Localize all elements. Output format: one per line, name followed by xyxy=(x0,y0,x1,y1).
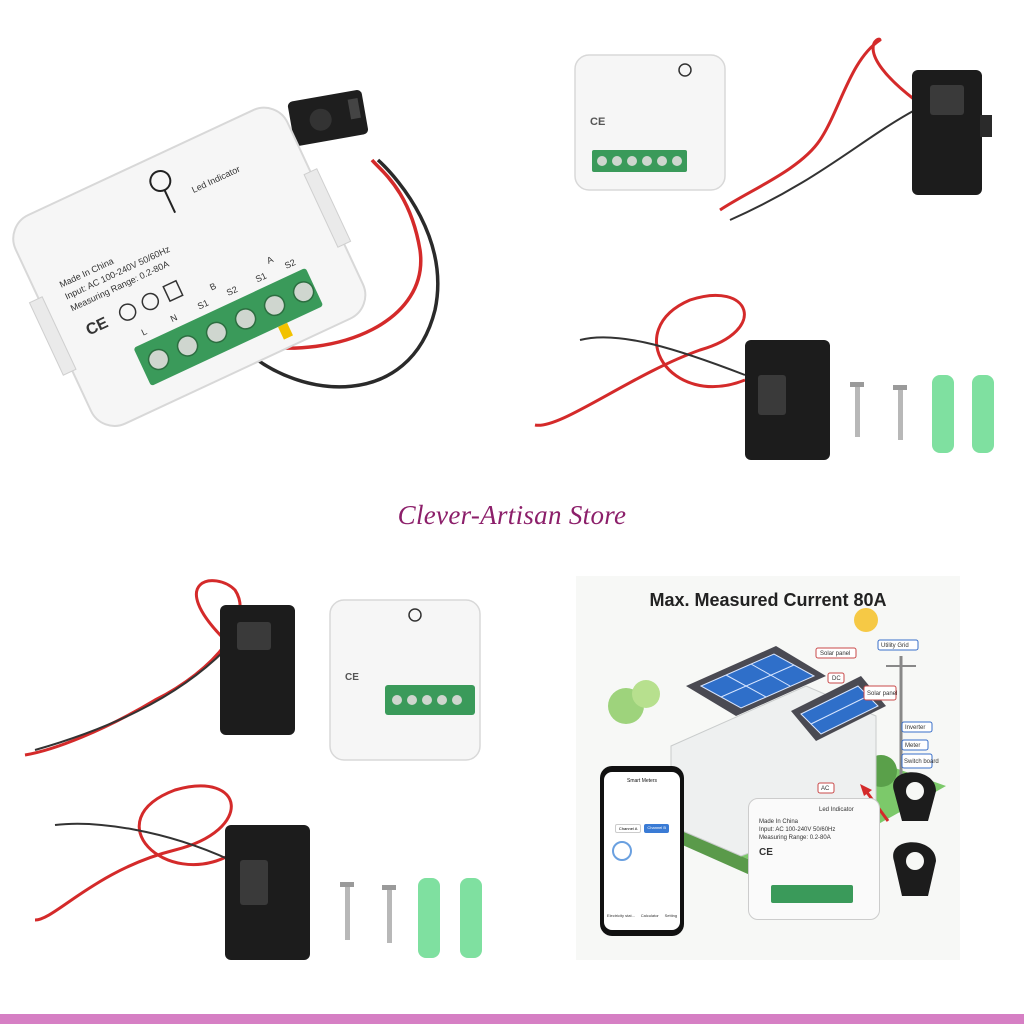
terminal-label-4: S2 xyxy=(225,284,239,298)
overlay-input: Input: AC 100-240V 50/60Hz xyxy=(759,827,836,833)
sun-icon xyxy=(854,608,878,632)
recycle-icon xyxy=(141,292,160,311)
red-wire xyxy=(249,158,423,350)
svg-text:CE: CE xyxy=(345,672,359,683)
screw-1 xyxy=(850,382,864,437)
solar-panel-2 xyxy=(800,685,879,735)
label-switch-board: Switch board xyxy=(904,759,939,765)
overlay-terminal-block xyxy=(771,885,853,903)
split-core-clamp-2 xyxy=(893,842,936,896)
red-wire-upper-alt xyxy=(24,579,242,757)
wall-anchor-1 xyxy=(932,375,954,453)
terminal-label-3: S1 xyxy=(196,298,210,312)
terminal-label-1: L xyxy=(140,326,149,337)
screw-alt-2 xyxy=(382,885,396,943)
terminal-label-6: S2 xyxy=(283,257,297,271)
infographic-panel: Max. Measured Current 80A Solar panel xyxy=(576,576,960,960)
wall-anchor-2 xyxy=(972,375,994,453)
overlay-ce-mark: CE xyxy=(759,847,773,858)
label-solar-panel-1: Solar panel xyxy=(820,651,850,657)
app-nav-setting[interactable]: Setting xyxy=(664,913,678,918)
current-clamp-upper-alt xyxy=(220,605,295,735)
black-wire-lower-alt xyxy=(54,822,231,861)
label-ac: AC xyxy=(821,786,830,792)
black-wire-upper-alt xyxy=(34,649,226,751)
current-clamp-lower xyxy=(745,340,830,460)
label-meter: Meter xyxy=(905,743,920,749)
app-channel-b-tab[interactable]: Channel B xyxy=(644,824,670,833)
current-clamp-upper xyxy=(912,70,992,195)
overlay-made-in: Made In China xyxy=(759,819,799,825)
channel-a-label: A xyxy=(265,254,275,266)
current-clamp xyxy=(287,90,369,146)
app-nav-calculator[interactable]: Calculator xyxy=(640,913,659,918)
svg-text:CE: CE xyxy=(590,116,605,128)
screw-2 xyxy=(893,385,907,440)
rohs-icon xyxy=(118,303,137,321)
current-clamp-lower-alt xyxy=(225,825,310,960)
wall-anchor-alt-1 xyxy=(418,878,440,958)
solar-panel-1 xyxy=(699,653,816,709)
infographic-title: Max. Measured Current 80A xyxy=(649,590,887,610)
label-utility-grid: Utility Grid xyxy=(881,643,909,649)
red-wire-lower-alt xyxy=(34,784,233,922)
product-photo-module-with-clamp: Led Indicator Made In China Input: AC 10… xyxy=(12,90,440,427)
black-wire-upper xyxy=(729,109,916,221)
split-core-clamp-1 xyxy=(893,772,936,821)
phone-mockup: Smart Meters Channel A Channel B Electri… xyxy=(600,766,684,936)
product-photo-kit-alt-view: CE xyxy=(24,579,482,960)
energy-meter-module: Led Indicator Made In China Input: AC 10… xyxy=(12,106,367,427)
app-header: Smart Meters xyxy=(626,778,657,784)
module-overlay: Led Indicator Made In China Input: AC 10… xyxy=(748,798,880,920)
terminal-label-5: S1 xyxy=(254,271,268,285)
label-dc: DC xyxy=(832,676,841,682)
wall-anchor-alt-2 xyxy=(460,878,482,958)
red-wire-lower xyxy=(534,293,746,427)
phone-screen: Smart Meters Channel A Channel B Electri… xyxy=(604,772,680,930)
black-wire-lower xyxy=(579,336,746,376)
label-solar-panel-2: Solar panel xyxy=(867,691,897,697)
overlay-led-label: Led Indicator xyxy=(819,807,854,813)
store-name: Clever-Artisan Store xyxy=(397,500,627,530)
energy-meter-module-alt: CE xyxy=(329,599,481,761)
black-wire xyxy=(243,158,440,389)
label-inverter: Inverter xyxy=(905,725,925,731)
red-wire-upper xyxy=(719,37,916,212)
app-channel-a-tab[interactable]: Channel A xyxy=(614,824,642,833)
app-nav-electricity[interactable]: Electricity stat... xyxy=(606,913,635,918)
overlay-range: Measuring Range: 0.2-80A xyxy=(759,835,831,841)
bottom-accent-bar xyxy=(0,1014,1024,1024)
energy-meter-module-small: CE xyxy=(574,54,726,191)
app-gauge xyxy=(612,841,632,861)
screw-alt-1 xyxy=(340,882,354,940)
channel-b-label: B xyxy=(208,281,218,293)
product-photo-kit-two-clamps: CE xyxy=(534,37,994,460)
weee-icon xyxy=(162,279,184,303)
terminal-label-2: N xyxy=(169,312,179,324)
